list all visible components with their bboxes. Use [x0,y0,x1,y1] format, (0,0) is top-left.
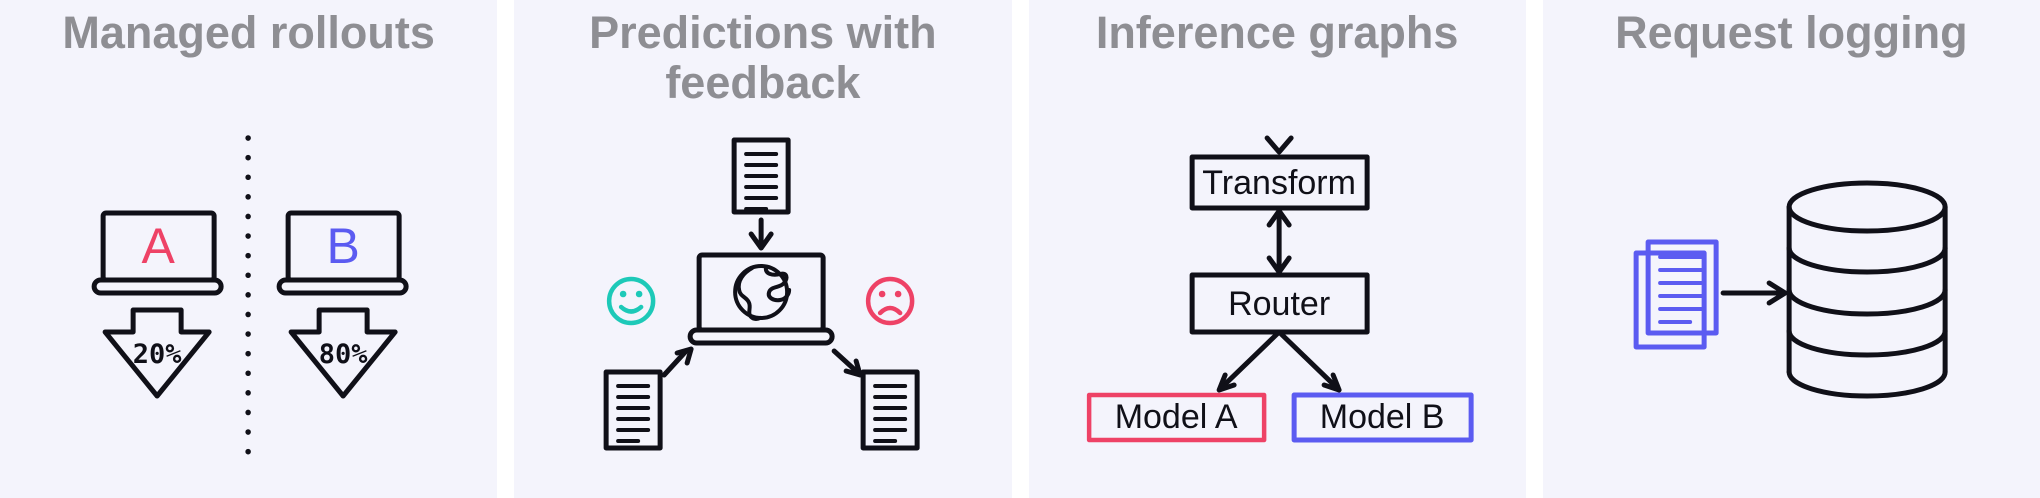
double-arrow-icon [1266,208,1292,275]
laptop-a-icon: A [91,210,224,296]
request-logging-illustration [1633,180,1948,399]
managed-rollouts-illustration: A 20% B 80% [91,135,409,458]
variant-a-traffic-share: 20% [133,339,183,370]
fork-arrow-right-icon [1276,329,1342,393]
right-arrow-icon [1720,280,1788,306]
panel-title: Predictions with feedback [589,7,937,108]
model-b-node-label: Model B [1319,398,1444,436]
database-icon [1786,180,1948,399]
prediction-document-left-icon [603,369,663,451]
traffic-down-arrow-a-icon: 20% [102,307,212,399]
traffic-down-arrow-b-icon: 80% [288,307,398,399]
chevron-down-icon [1264,135,1294,155]
log-documents-stack-icon [1633,239,1719,350]
request-document-icon [731,137,791,215]
predictions-with-feedback-illustration [603,137,920,451]
model-a-node-label: Model A [1114,398,1237,436]
panel-title: Request logging [1615,7,1968,58]
globe-icon [733,264,792,321]
panel-request-logging: Request logging [1542,0,2040,498]
model-b-node: Model B [1291,392,1474,443]
panel-title: Inference graphs [1095,7,1459,58]
model-a-node: Model A [1086,392,1266,443]
router-node-label: Router [1228,285,1330,323]
transform-node: Transform [1189,154,1370,211]
fork-arrow-left-icon [1216,329,1282,393]
down-arrow-icon [748,217,774,251]
panel-inference-graphs: Inference graphs Transform Router [1028,0,1526,498]
variant-b-label: B [326,218,359,274]
up-right-arrow-icon [661,346,694,378]
variant-a-label: A [141,218,175,274]
sad-face-icon [866,276,915,326]
laptop-b-icon: B [276,210,409,296]
variant-b-traffic-share: 80% [319,339,369,370]
panel-managed-rollouts: Managed rollouts A 20% B 80% [0,0,498,498]
transform-node-label: Transform [1202,164,1356,202]
server-laptop-icon [687,252,835,346]
router-node: Router [1189,272,1370,335]
down-right-arrow-icon [831,348,863,378]
inference-graphs-illustration: Transform Router Model A [1086,135,1474,443]
panel-title: Managed rollouts [62,7,435,58]
happy-face-icon [607,276,656,326]
prediction-document-right-icon [860,369,920,451]
panel-predictions-with-feedback: Predictions with feedback [514,0,1012,498]
